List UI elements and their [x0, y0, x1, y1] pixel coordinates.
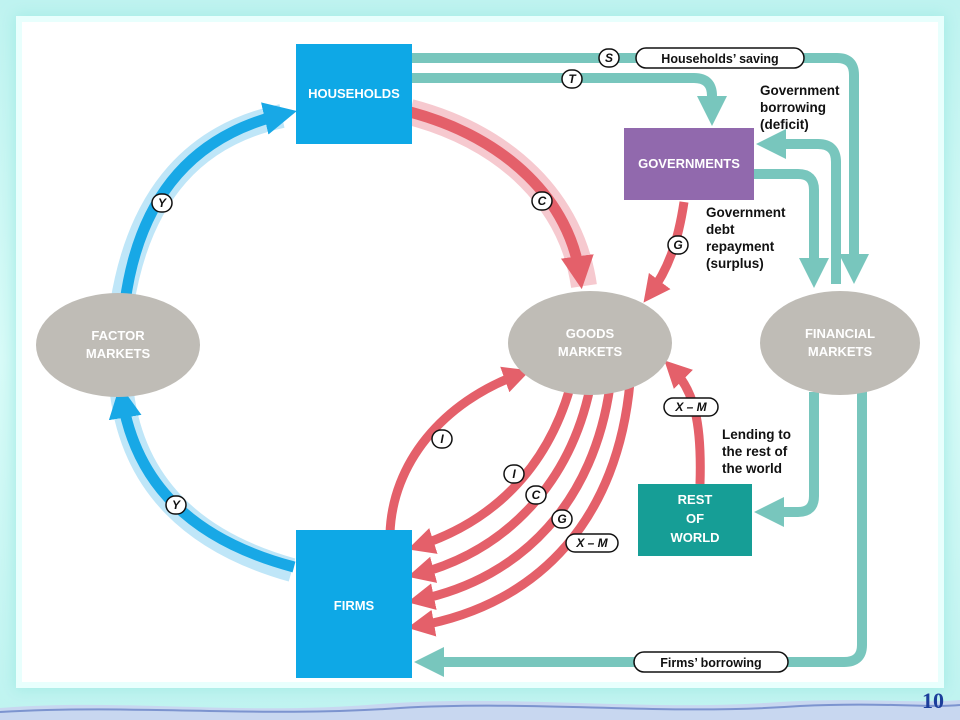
- firms-box: [296, 530, 412, 678]
- factor-markets-line-1: FACTOR: [91, 328, 145, 343]
- households-saving-label: Households’ saving: [661, 52, 778, 66]
- gov-repayment-line-3: repayment: [706, 239, 775, 254]
- gov-borrowing-line-1: Government: [760, 83, 840, 98]
- lending-line-2: the rest of: [722, 444, 788, 459]
- badge-xm-lower: X – M: [565, 533, 619, 553]
- saving-flow-arrow: [412, 53, 869, 284]
- c-flow-glow: [406, 99, 597, 289]
- tax-flow-arrow: [412, 73, 727, 126]
- svg-text:I: I: [512, 467, 516, 481]
- badge-t: T: [561, 69, 583, 89]
- households-box: [296, 44, 412, 144]
- svg-text:G: G: [557, 512, 566, 526]
- badge-y-lower: Y: [165, 495, 187, 515]
- circular-flow-diagram: HOUSEHOLDS FIRMS GOVERNMENTS REST OF WOR…: [36, 44, 920, 678]
- svg-text:Y: Y: [172, 498, 181, 512]
- g-flow-down-arrow: [407, 385, 615, 610]
- badge-g-upper: G: [667, 235, 689, 255]
- gov-repayment-arrow: [754, 169, 829, 288]
- diagram-canvas: HOUSEHOLDS FIRMS GOVERNMENTS REST OF WOR…: [22, 22, 938, 682]
- gov-borrowing-line-2: borrowing: [760, 100, 826, 115]
- gov-borrowing-arrow: [756, 129, 841, 284]
- i-flow-up-arrow: [385, 366, 531, 535]
- svg-text:G: G: [673, 238, 682, 252]
- svg-text:C: C: [538, 194, 547, 208]
- svg-text:I: I: [440, 432, 444, 446]
- y-flow-upper-arrow: [119, 102, 297, 303]
- badge-xm-row: X – M: [663, 397, 719, 417]
- gov-repayment-line-1: Government: [706, 205, 786, 220]
- svg-text:S: S: [605, 51, 613, 65]
- firms-borrowing-label: Firms’ borrowing: [660, 656, 761, 670]
- badge-i-lower: I: [503, 464, 525, 484]
- svg-text:C: C: [532, 488, 541, 502]
- badge-c-upper: C: [531, 191, 553, 211]
- firms-borrowing-pill: [633, 651, 789, 673]
- c-flow-arrow: [408, 106, 594, 290]
- g-flow-gov-arrow: [643, 201, 689, 303]
- lending-line-1: Lending to: [722, 427, 791, 442]
- governments-box: [624, 128, 754, 200]
- badge-s: S: [598, 48, 620, 68]
- gov-borrowing-line-3: (deficit): [760, 117, 809, 132]
- households-saving-pill: [635, 47, 805, 69]
- y-flow-lower-glow: [110, 392, 296, 582]
- badge-i-upper: I: [431, 429, 453, 449]
- factor-markets-ellipse: [36, 293, 200, 397]
- goods-markets-ellipse: [508, 291, 672, 395]
- badge-c-lower: C: [525, 485, 547, 505]
- rest-of-world-line-2: OF: [686, 511, 704, 526]
- page-number: 10: [922, 688, 944, 713]
- badge-y-upper: Y: [151, 193, 173, 213]
- gov-repayment-line-2: debt: [706, 222, 735, 237]
- goods-markets-line-1: GOODS: [566, 326, 615, 341]
- gov-repayment-line-4: (surplus): [706, 256, 764, 271]
- lending-flow-arrow: [754, 392, 819, 527]
- firms-label: FIRMS: [334, 598, 375, 613]
- svg-text:T: T: [568, 72, 577, 86]
- factor-markets-line-2: MARKETS: [86, 346, 151, 361]
- governments-label: GOVERNMENTS: [638, 156, 740, 171]
- rest-of-world-line-1: REST: [678, 492, 713, 507]
- badge-g-lower: G: [551, 509, 573, 529]
- goods-markets-line-2: MARKETS: [558, 344, 623, 359]
- firms-borrowing-arrow: [414, 390, 867, 677]
- xm-flow-row-arrow: [664, 360, 705, 485]
- rest-of-world-line-3: WORLD: [670, 530, 719, 545]
- svg-text:Y: Y: [158, 196, 167, 210]
- svg-text:X – M: X – M: [575, 536, 608, 550]
- svg-text:X – M: X – M: [674, 400, 707, 414]
- i-flow-down-arrow: [407, 386, 575, 554]
- lending-line-3: the world: [722, 461, 782, 476]
- rest-of-world-box: [638, 484, 752, 556]
- bottom-wave-decoration: [0, 700, 960, 720]
- y-flow-upper-glow: [110, 104, 285, 306]
- financial-markets-line-1: FINANCIAL: [805, 326, 875, 341]
- households-label: HOUSEHOLDS: [308, 86, 400, 101]
- financial-markets-line-2: MARKETS: [808, 344, 873, 359]
- financial-markets-ellipse: [760, 291, 920, 395]
- c-flow-down-arrow: [407, 387, 595, 583]
